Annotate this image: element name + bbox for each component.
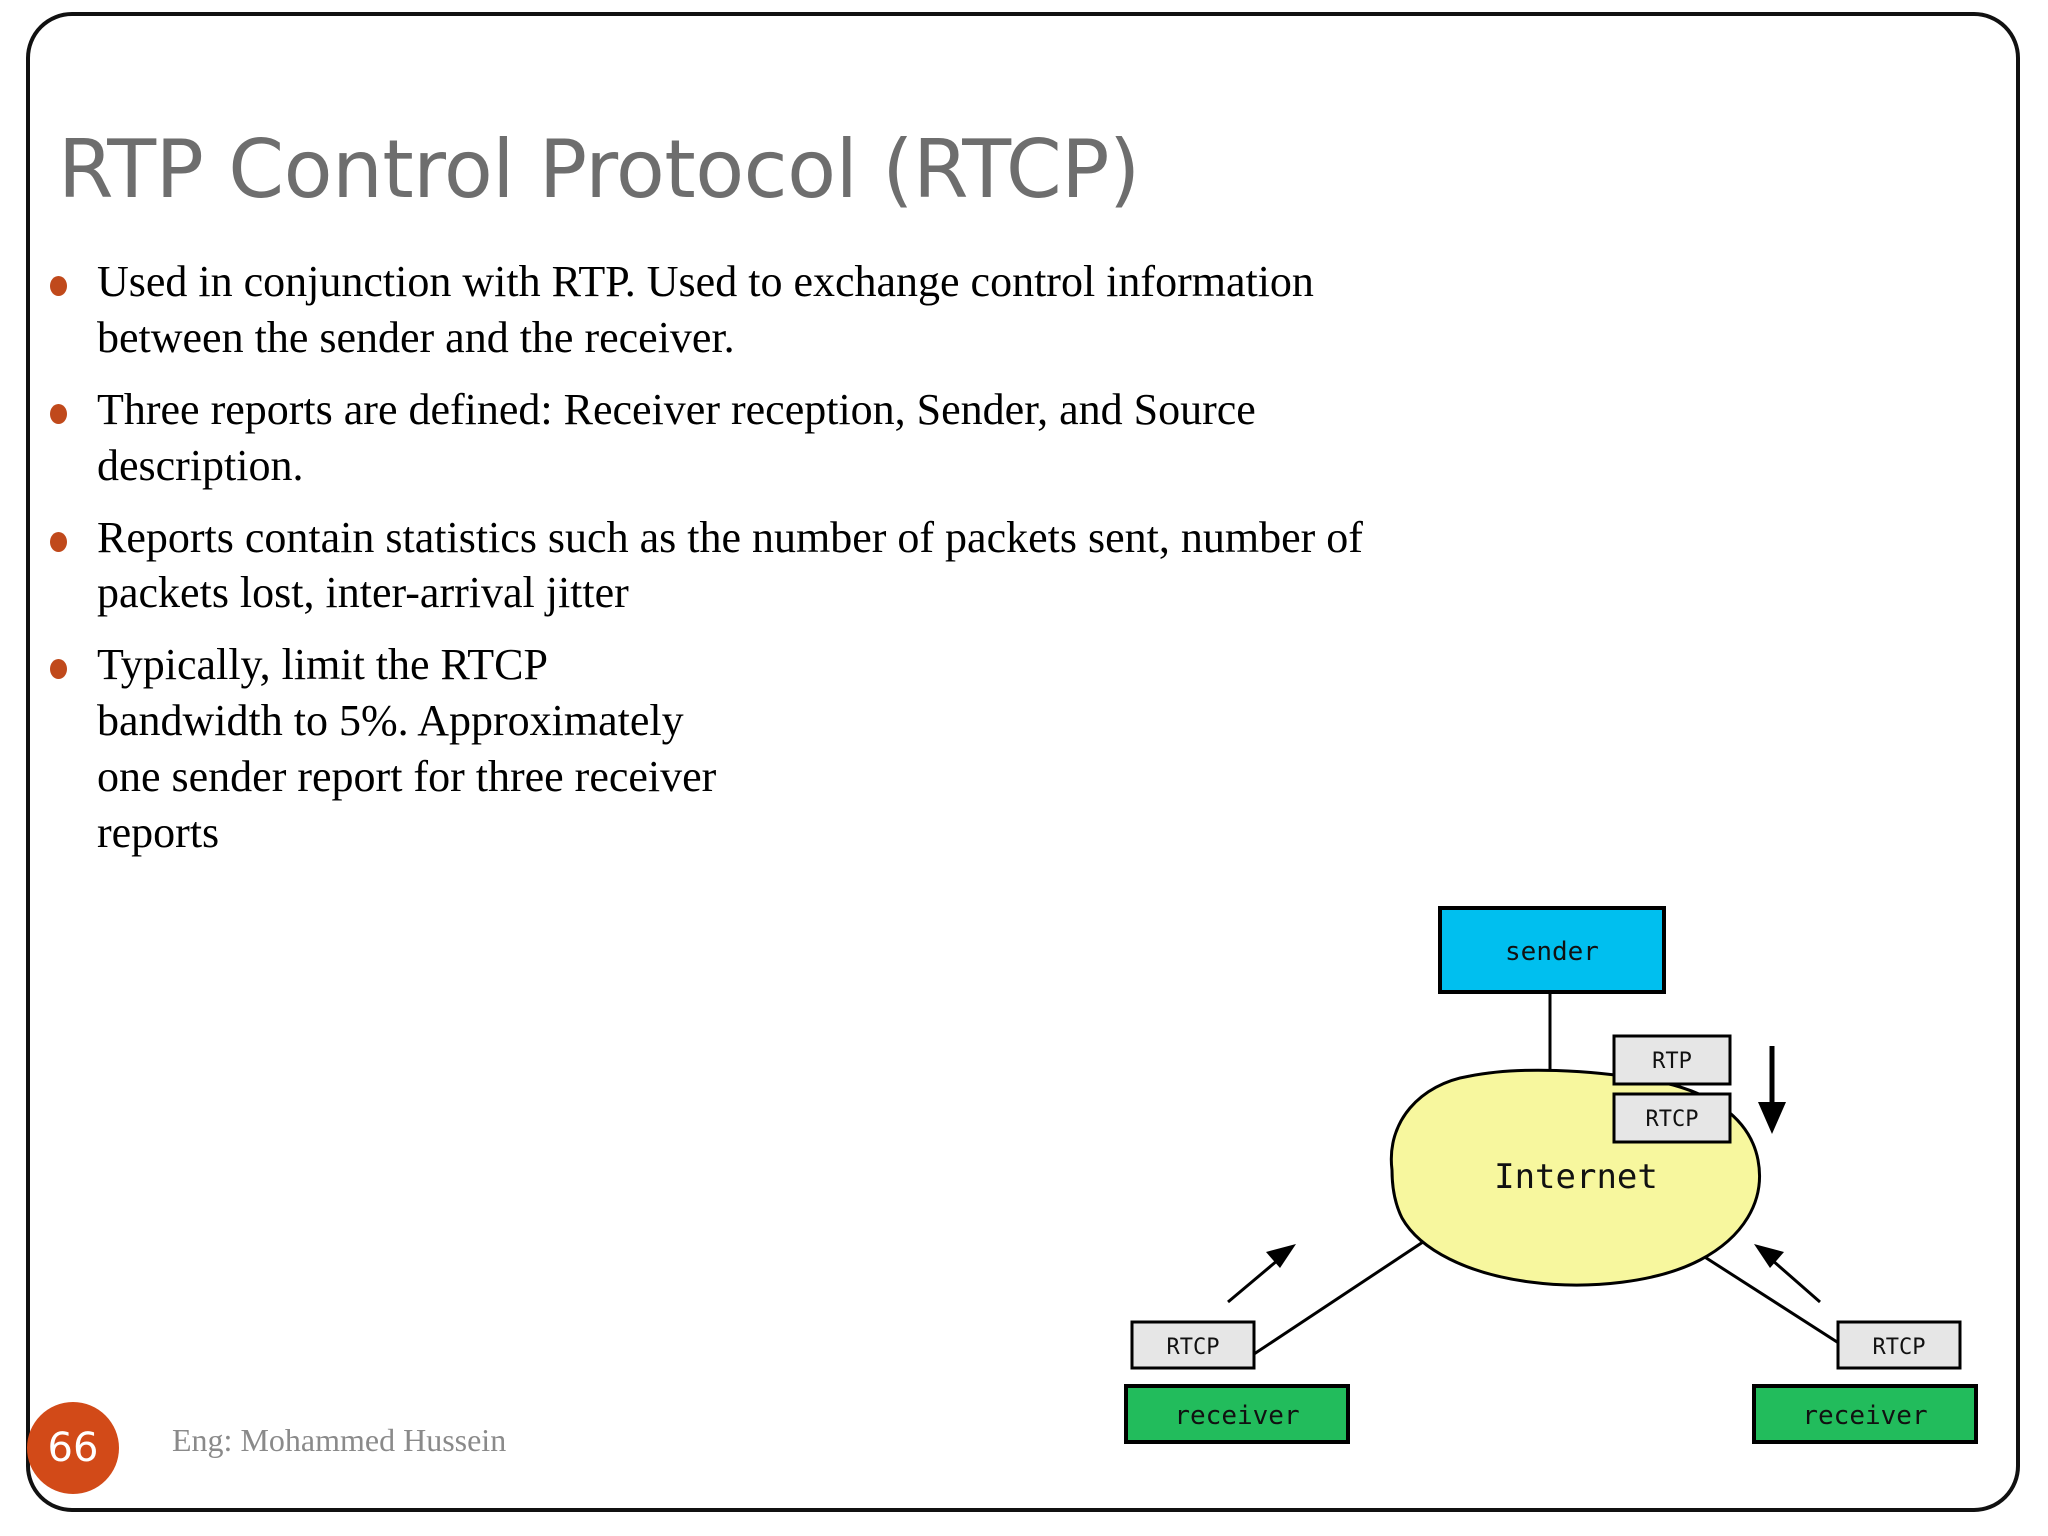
bullet-item-4: Typically, limit the RTCP bandwidth to 5… [40,637,1440,861]
link-left-receiver-to-internet [1247,1234,1433,1360]
receiver-right-box[interactable] [1752,1384,1978,1444]
bullet-list: Used in conjunction with RTP. Used to ex… [40,254,1440,877]
footer-author-text: Eng: Mohammed Hussein [172,1422,507,1458]
rtcp-right-tag [1836,1320,1962,1370]
rtcp-sender-tag [1612,1092,1732,1144]
bullet-dot-icon [50,531,67,552]
rtcp-network-diagram: Internet sender RTP RTCP [1120,870,2040,1450]
left-upward-flow-arrow-icon [1227,1244,1296,1304]
bullet-dot-icon [50,403,67,424]
bullet-text-2: Three reports are defined: Receiver rece… [97,384,1256,490]
receiver-left-label: receiver [1174,1401,1299,1431]
internet-cloud-label: Internet [1494,1157,1658,1197]
receiver-left-box[interactable] [1124,1384,1350,1444]
rtcp-right-tag-label: RTCP [1873,1335,1926,1360]
bullet-item-3: Reports contain statistics such as the n… [40,510,1440,622]
bullet-dot-icon [50,659,67,680]
rtcp-left-tag [1130,1320,1256,1370]
sender-box[interactable] [1438,906,1666,994]
bullet-text-4: Typically, limit the RTCP bandwidth to 5… [97,640,717,857]
right-upward-flow-arrow-icon [1754,1244,1821,1304]
bullet-text-3: Reports contain statistics such as the n… [97,512,1363,618]
receiver-right-label: receiver [1802,1401,1927,1431]
rtcp-left-tag-label: RTCP [1167,1335,1220,1360]
downward-flow-arrow-icon [1758,1046,1786,1134]
bullet-dot-icon [50,276,67,296]
rtp-tag [1612,1034,1732,1086]
bullet-item-2: Three reports are defined: Receiver rece… [40,382,1440,494]
rtcp-sender-tag-label: RTCP [1646,1107,1699,1132]
rtp-tag-label: RTP [1652,1049,1692,1074]
page-number-badge: 66 [27,1402,119,1494]
bullet-item-1: Used in conjunction with RTP. Used to ex… [40,254,1440,366]
page-title: RTP Control Protocol (RTCP) [58,123,1140,216]
sender-box-label: sender [1505,937,1599,967]
bullet-text-1: Used in conjunction with RTP. Used to ex… [97,257,1314,362]
